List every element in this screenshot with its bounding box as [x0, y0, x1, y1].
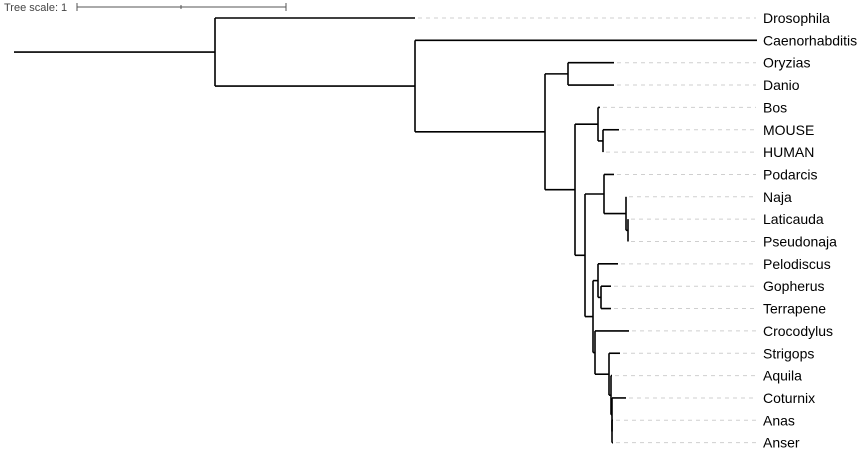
- leaf-label: HUMAN: [763, 144, 814, 160]
- tree-scale: Tree scale: 1: [4, 2, 287, 14]
- leaf-label: Caenorhabditis: [763, 32, 857, 48]
- leaf-label: Bos: [763, 99, 787, 115]
- leaf-label: Pelodiscus: [763, 256, 831, 272]
- leaf-label: Oryzias: [763, 55, 810, 71]
- leaf-label: Danio: [763, 77, 800, 93]
- leaf-label: Drosophila: [763, 10, 830, 26]
- leaf-label: Crocodylus: [763, 323, 833, 339]
- leaf-label: Naja: [763, 189, 792, 205]
- leaf-label: Laticauda: [763, 211, 824, 227]
- leaf-labels: DrosophilaCaenorhabditisOryziasDanioBosM…: [763, 10, 857, 451]
- leaf-label: Podarcis: [763, 166, 817, 182]
- leaf-guides: [418, 17, 756, 444]
- leaf-label: Gopherus: [763, 278, 824, 294]
- leaf-label: MOUSE: [763, 122, 814, 138]
- leaf-label: Pseudonaja: [763, 234, 837, 250]
- tree-scale-label: Tree scale: 1: [4, 2, 67, 14]
- leaf-label: Anser: [763, 435, 800, 451]
- leaf-label: Anas: [763, 412, 795, 428]
- leaf-label: Strigops: [763, 345, 814, 361]
- leaf-label: Terrapene: [763, 301, 826, 317]
- leaf-label: Coturnix: [763, 390, 815, 406]
- branches: [14, 17, 757, 444]
- leaf-label: Aquila: [763, 368, 802, 384]
